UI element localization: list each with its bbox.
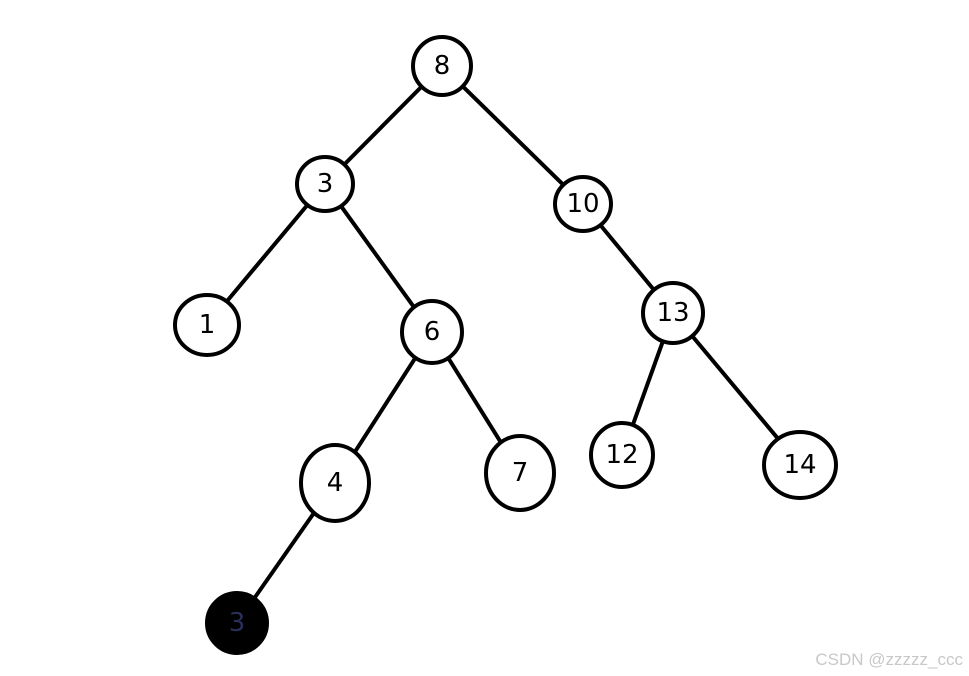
- node-label: 8: [434, 51, 451, 81]
- node-circle: [173, 293, 241, 357]
- node-label: 1: [199, 310, 216, 340]
- node-label: 13: [656, 298, 689, 328]
- node-circle: [641, 281, 705, 345]
- edge-n3-n6: [339, 204, 416, 310]
- node-circle: [762, 430, 838, 500]
- edge-n3-n1: [224, 203, 310, 304]
- watermark: CSDN @zzzzz_ccc: [815, 650, 963, 669]
- tree-node-n1: 1: [173, 293, 241, 357]
- node-circle: [553, 175, 613, 233]
- tree-node-n12: 12: [589, 421, 655, 489]
- node-circle: [589, 421, 655, 489]
- tree-node-n10: 10: [553, 175, 613, 233]
- edge-n8-n3: [342, 84, 424, 167]
- tree-node-n6: 6: [400, 299, 464, 365]
- edge-n4-n3b: [252, 510, 316, 601]
- edge-n10-n13: [598, 223, 656, 292]
- edge-n6-n7: [446, 356, 503, 445]
- edge-n13-n14: [690, 334, 781, 441]
- tree-node-n3b: 3: [205, 591, 269, 655]
- node-circle: [205, 591, 269, 655]
- tree-nodes: 8 3 10 1 6 13 4 7 12 14 3: [173, 35, 838, 655]
- tree-edges: [224, 84, 781, 601]
- node-label: 4: [327, 468, 344, 498]
- node-circle: [411, 35, 473, 97]
- node-label: 10: [566, 189, 599, 219]
- tree-node-n8: 8: [411, 35, 473, 97]
- node-label: 3: [229, 608, 246, 638]
- node-label: 12: [605, 440, 638, 470]
- node-circle: [299, 443, 371, 523]
- node-label: 3: [317, 169, 334, 199]
- edge-n8-n10: [460, 84, 566, 187]
- edge-n13-n12: [630, 339, 665, 427]
- node-circle: [400, 299, 464, 365]
- node-circle: [295, 155, 355, 213]
- tree-node-n3: 3: [295, 155, 355, 213]
- tree-node-n13: 13: [641, 281, 705, 345]
- node-label: 6: [424, 317, 441, 347]
- node-circle: [484, 434, 556, 512]
- node-label: 7: [512, 458, 529, 488]
- tree-node-n4: 4: [299, 443, 371, 523]
- tree-node-n14: 14: [762, 430, 838, 500]
- tree-node-n7: 7: [484, 434, 556, 512]
- node-label: 14: [783, 450, 816, 480]
- edge-n6-n4: [352, 355, 418, 455]
